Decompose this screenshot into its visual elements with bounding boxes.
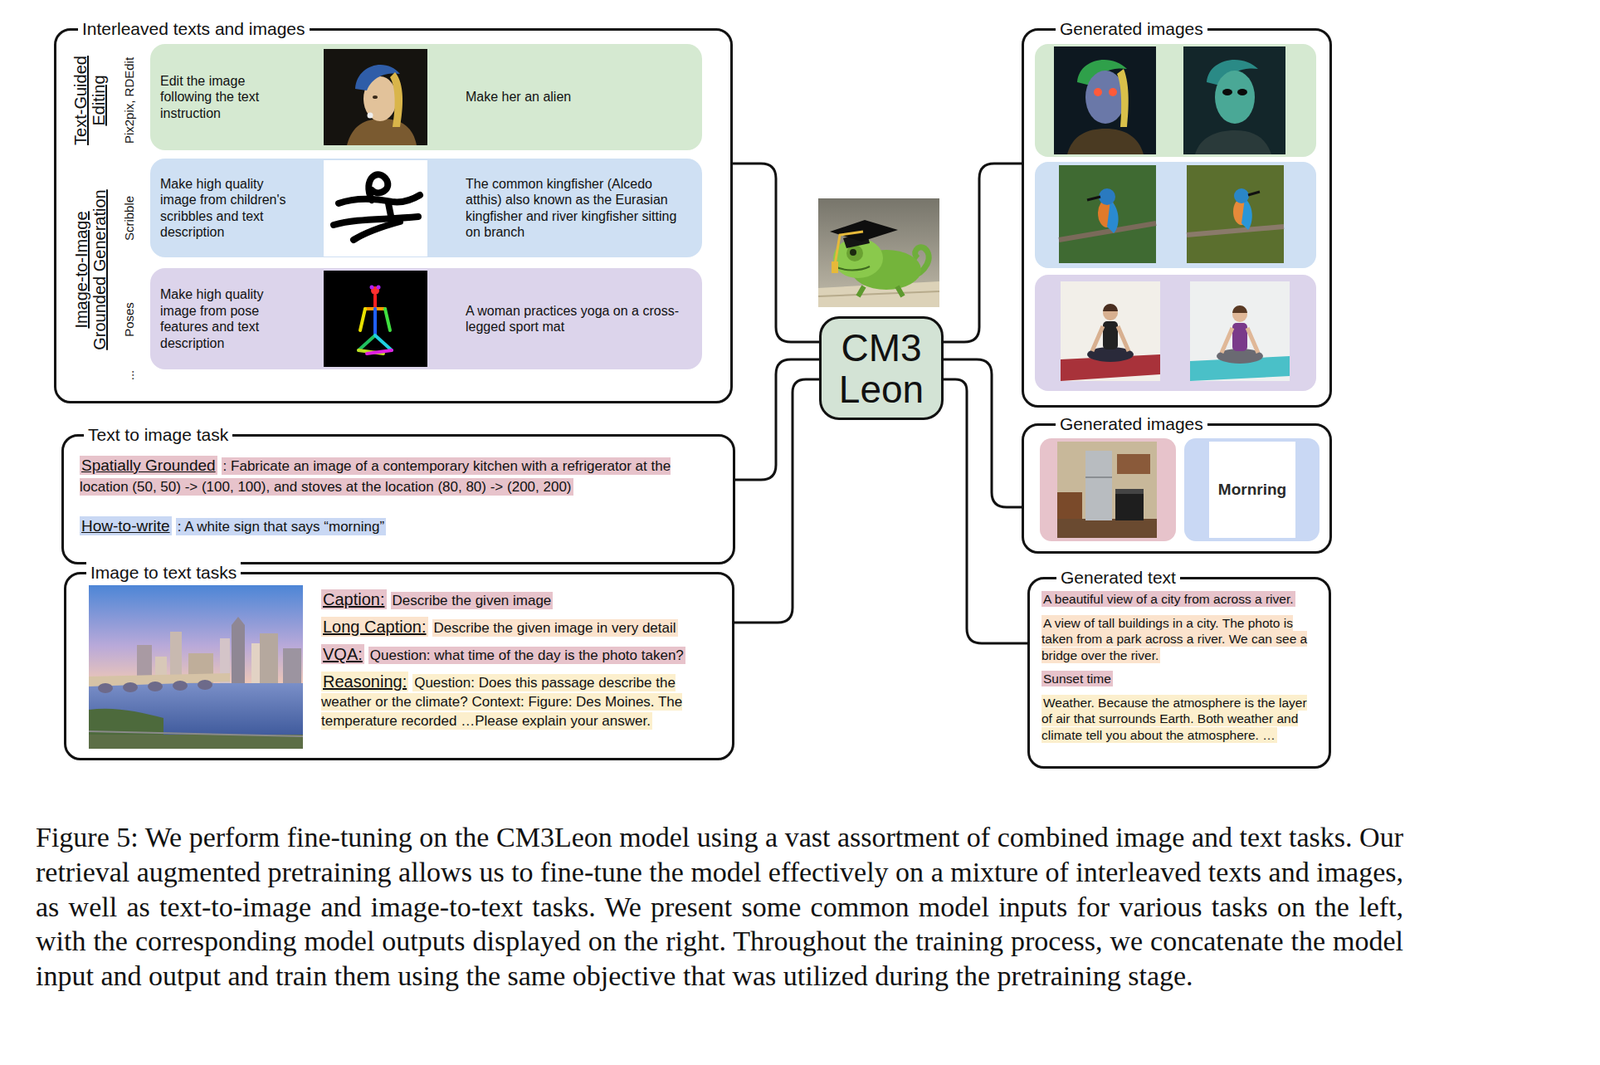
group-heading: Generated images <box>1055 18 1208 40</box>
task-row: Edit the image following the text instru… <box>150 43 703 151</box>
output-line: A beautiful view of a city from across a… <box>1041 590 1318 608</box>
side-label: Pix2pix, RDEdit <box>120 57 139 144</box>
connector <box>943 359 1022 508</box>
output-text: Weather. Because the atmosphere is the l… <box>1041 694 1308 743</box>
group-heading: Generated text <box>1056 566 1181 589</box>
output-text: A view of tall buildings in a city. The … <box>1041 614 1308 664</box>
task-name: Long Caption: <box>321 616 429 637</box>
scribble-image <box>323 160 428 257</box>
painting-image <box>323 48 428 146</box>
side-label: Scribble <box>120 195 139 241</box>
task-name: VQA: <box>321 643 365 664</box>
task-group-box: Text to image taskSpatially Grounded: Fa… <box>61 434 736 565</box>
output-group-box: Generated images Mornring <box>1021 423 1332 554</box>
task-name: How-to-write <box>79 516 172 536</box>
group-heading: Interleaved texts and images <box>78 18 310 40</box>
prompt-text: Make high quality image from children's … <box>160 175 298 241</box>
task-line: Spatially Grounded: Fabricate an image o… <box>79 454 717 498</box>
city-photo <box>88 585 303 749</box>
output-text: Sunset time <box>1041 670 1113 687</box>
group-heading: Text to image task <box>83 424 233 446</box>
group-box: Interleaved texts and imagesEdit the ima… <box>53 28 733 404</box>
task-group-box: Image to text tasks Caption:Describe the… <box>63 571 735 761</box>
output-line: Weather. Because the atmosphere is the l… <box>1041 694 1318 744</box>
side-label: ... <box>120 370 139 381</box>
prompt-text: Edit the image following the text instru… <box>160 73 298 122</box>
side-label: Text-Guided Editing <box>71 48 108 153</box>
group-heading: Image to text tasks <box>86 561 241 584</box>
task-prompt: Question: what time of the day is the ph… <box>368 646 686 664</box>
task-list: Caption:Describe the given imageLong Cap… <box>321 585 718 738</box>
sign-text: Mornring <box>1209 441 1296 538</box>
connector <box>943 379 1028 644</box>
pose-image <box>323 270 428 367</box>
generated-image-grid <box>1024 30 1330 405</box>
chameleon-photo <box>818 198 940 308</box>
side-label: Image-to-Image Grounded Generation <box>72 180 109 360</box>
connector <box>943 163 1022 342</box>
output-group-box: Generated images <box>1021 28 1332 408</box>
task-name: Spatially Grounded <box>79 455 218 475</box>
task-line: VQA:Question: what time of the day is th… <box>321 644 718 665</box>
task-line: Reasoning:Question: Does this passage de… <box>321 672 718 731</box>
output-text: A beautiful view of a city from across a… <box>1041 590 1296 607</box>
task-name: Caption: <box>321 589 387 610</box>
group-heading: Generated images <box>1055 413 1208 435</box>
task-panel: Caption:Describe the given imageLong Cap… <box>66 574 732 756</box>
prompt-text: A woman practices yoga on a cross-legged… <box>465 302 690 336</box>
task-prompt: Describe the given image in very detail <box>432 619 679 637</box>
prompt-text: The common kingfisher (Alcedo atthis) al… <box>465 175 690 241</box>
connector <box>735 359 820 480</box>
prompt-text: Make high quality image from pose featur… <box>160 286 298 352</box>
output-line: A view of tall buildings in a city. The … <box>1041 614 1318 664</box>
side-label: Poses <box>120 302 139 337</box>
task-row: Make high quality image from pose featur… <box>150 268 703 370</box>
task-line: Caption:Describe the given image <box>321 590 718 610</box>
output-list: A beautiful view of a city from across a… <box>1029 579 1329 756</box>
task-line: How-to-write: A white sign that says “mo… <box>79 515 717 537</box>
task-prompt: : A white sign that says “morning” <box>175 517 386 536</box>
connector <box>734 379 820 623</box>
output-line: Sunset time <box>1041 670 1318 688</box>
model-name: CM3 Leon <box>831 326 932 410</box>
connector <box>732 163 820 342</box>
task-prompt: Describe the given image <box>390 591 554 610</box>
task-row: Make high quality image from children's … <box>150 158 703 258</box>
output-group-box: Generated textA beautiful view of a city… <box>1027 576 1332 769</box>
prompt-text: Make her an alien <box>465 88 690 106</box>
task-name: Reasoning: <box>321 671 409 692</box>
model-box: CM3 Leon <box>819 316 944 420</box>
task-body: Spatially Grounded: Fabricate an image o… <box>63 436 733 562</box>
figure-caption: Figure 5: We perform fine-tuning on the … <box>35 819 1404 994</box>
task-line: Long Caption:Describe the given image in… <box>321 617 718 638</box>
